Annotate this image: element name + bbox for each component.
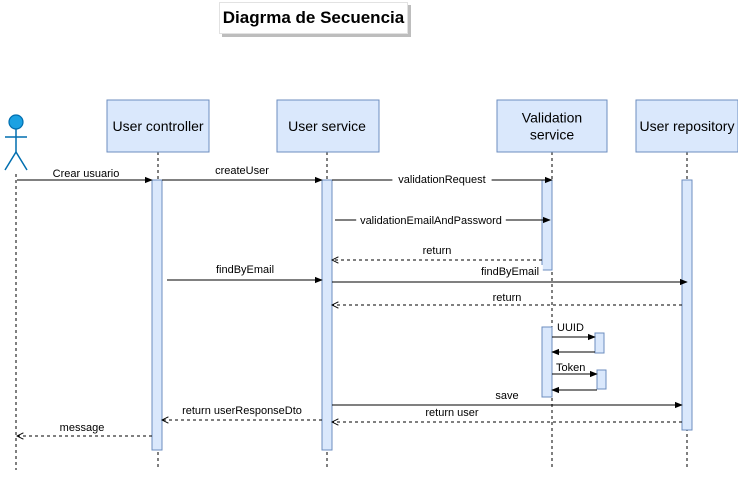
message-return-validation: return [332,244,542,260]
message-find-by-email-1: findByEmail [167,263,323,284]
message-label-bg [212,164,272,176]
participant-user-service: User service [276,99,380,470]
diagram-title: Diagrma de Secuencia [219,2,408,34]
actor-leg-left [4,151,17,171]
message-label: return [423,245,452,257]
activation-token [596,369,607,390]
activation-uuid [594,332,605,354]
message-return-user: return user [332,406,682,422]
actor [4,114,28,470]
message-label-bg [419,406,485,418]
participant-label: User repository [640,118,735,134]
message-label-bg [477,265,543,277]
participant-box-user-controller [106,99,210,153]
message-label: validationEmailAndPassword [360,215,502,227]
participant-box-validation-service [496,99,608,153]
message-label: Crear usuario [53,168,120,180]
message-label: return userResponseDto [182,405,302,417]
participant-label: User controller [112,118,203,134]
actor-head [8,114,24,130]
message-label-bg [392,173,492,185]
participant-user-repository: User repository [635,99,738,470]
message-label: findByEmail [481,266,539,278]
message-uuid: UUID [552,321,596,341]
message-label: return user [425,407,479,419]
participant-label: Validation [522,110,582,126]
message-crear-usuario: Crear usuario [17,167,153,184]
message-save: save [332,389,683,409]
activation-user-service [321,179,333,451]
message-label-bg [493,389,521,401]
message-create-user: createUser [162,164,323,184]
message-label-bg [47,167,125,179]
message-label-bg [356,214,506,226]
message-label-bg [555,321,582,333]
message-label: findByEmail [216,264,274,276]
message-label: message [60,422,105,434]
message-label: save [495,390,518,402]
message-label: Token [556,362,585,374]
message-label: return [493,292,522,304]
message-label-bg [488,291,526,303]
participant-box-user-repository [635,99,738,153]
message-token: Token [552,361,598,378]
message-label-bg [418,244,456,256]
actor-leg-right [15,151,28,171]
message-label: validationRequest [398,174,485,186]
message-label: createUser [215,165,269,177]
activation-user-controller [151,179,163,451]
message-find-by-email-2: findByEmail [332,265,688,286]
participant-label: User service [288,118,366,134]
message-label-bg [212,263,278,275]
activation-validation-service-2 [541,326,553,398]
message-validation-request: validationRequest [332,173,553,186]
participant-user-controller: User controller [106,99,210,470]
activation-validation-service-1 [541,179,553,271]
activation-user-repository [681,179,693,431]
message-return-user-response-dto: return userResponseDto [162,404,322,420]
message-label-bg [554,361,586,373]
message-validation-email-password: validationEmailAndPassword [335,214,551,227]
message-label-bg [178,404,306,416]
message-return-repository: return [332,291,682,305]
participant-label: service [530,127,575,143]
message-message: message [17,421,152,436]
message-label: UUID [557,322,584,334]
participant-box-user-service [276,99,380,153]
message-label-bg [60,421,104,433]
